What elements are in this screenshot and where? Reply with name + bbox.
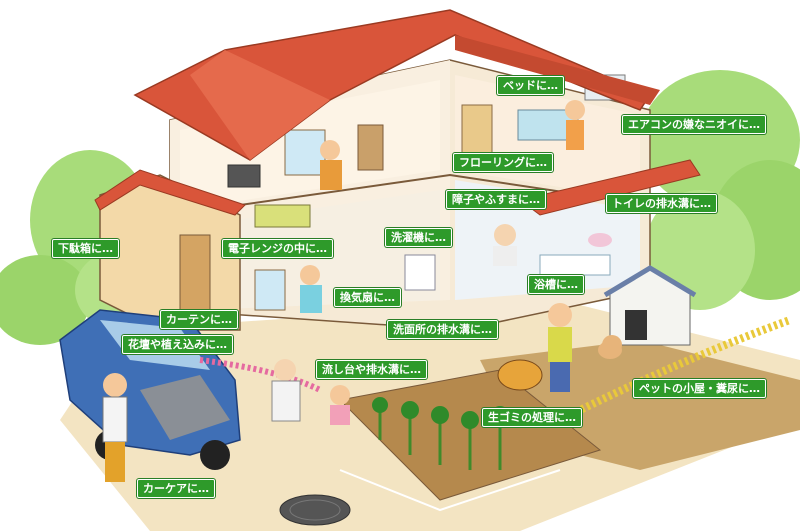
label-washroom-drain: 洗面所の排水溝に… <box>387 320 498 339</box>
label-microwave: 電子レンジの中に… <box>222 239 333 258</box>
roof <box>133 9 701 216</box>
label-pet: ペットの小屋・糞尿に… <box>633 379 766 398</box>
label-aircon: エアコンの嫌なニオイに… <box>622 115 766 134</box>
label-bed: ベッドに… <box>497 76 564 95</box>
label-sink: 流し台や排水溝に… <box>316 360 427 379</box>
label-toilet: トイレの排水溝に… <box>606 194 717 213</box>
label-flowerbed: 花壇や植え込みに… <box>122 335 233 354</box>
label-carcare: カーケアに… <box>137 479 215 498</box>
label-fan: 換気扇に… <box>334 288 401 307</box>
flowers <box>199 316 792 424</box>
label-washer: 洗濯機に… <box>385 228 452 247</box>
label-bathtub: 浴槽に… <box>528 275 584 294</box>
vegetable-garden <box>338 369 602 512</box>
label-shoji: 障子やふすまに… <box>446 190 546 209</box>
label-garbage: 生ゴミの処理に… <box>482 408 582 427</box>
label-curtain: カーテンに… <box>160 310 238 329</box>
manhole <box>279 494 351 526</box>
label-shoebox: 下駄箱に… <box>52 239 119 258</box>
label-flooring: フローリングに… <box>453 153 553 172</box>
side-wing <box>94 169 246 331</box>
people <box>102 100 622 482</box>
